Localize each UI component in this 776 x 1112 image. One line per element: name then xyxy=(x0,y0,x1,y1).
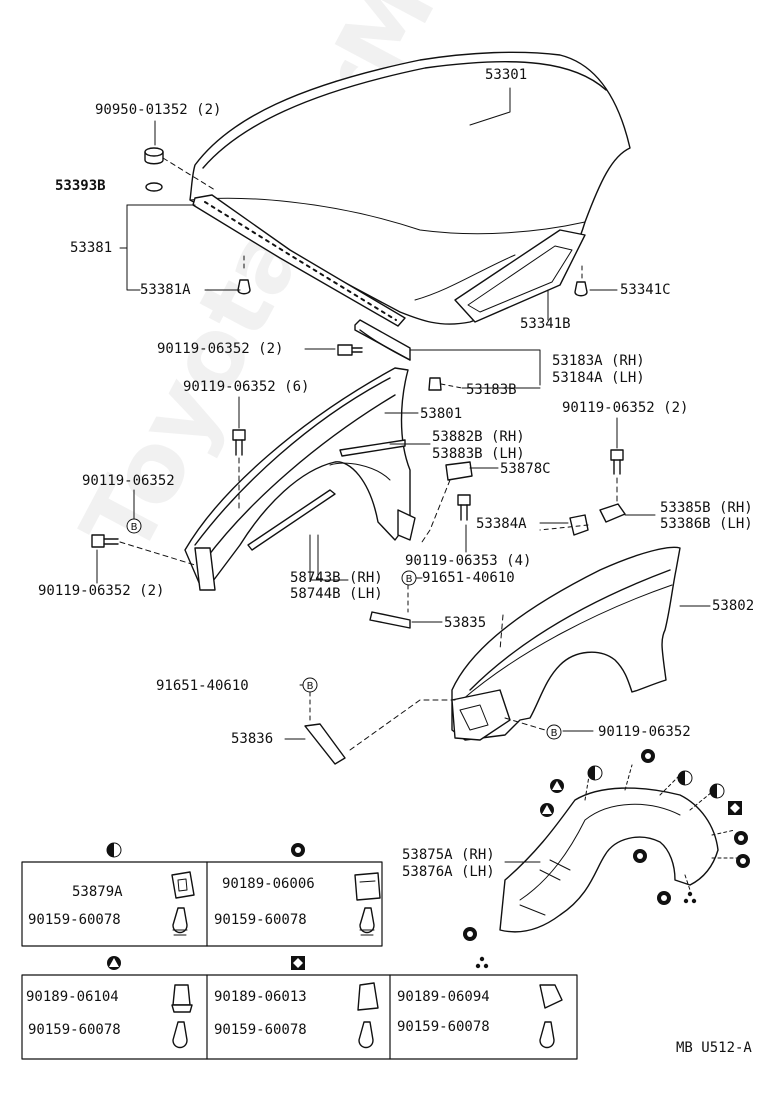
half-circle-icon xyxy=(709,783,725,799)
bracket-illustration xyxy=(419,461,473,546)
label-cushion: 90950-01352 (2) xyxy=(95,102,222,118)
label-bolt-d: 90119-06352 (2) xyxy=(562,400,689,416)
half-circle-icon xyxy=(587,765,603,781)
spiral-icon xyxy=(736,854,750,868)
label-seal-rh: 53882B (RH) xyxy=(432,429,525,445)
label-hood-seal: 53381 xyxy=(70,240,113,256)
label-moulding-rh: 58743B (RH) xyxy=(290,570,383,586)
label-seal-lh: 53883B (LH) xyxy=(432,446,525,462)
half-circle-icon xyxy=(106,842,122,858)
label-bolt-e: 90119-06353 (4) xyxy=(405,553,532,569)
triangle-circle-icon xyxy=(540,803,554,817)
cushion-illustration xyxy=(144,147,216,192)
spiral-icon xyxy=(734,831,748,845)
label-stay: 53835 xyxy=(444,615,487,631)
spiral-icon xyxy=(633,849,647,863)
label-seal-b: 53393B xyxy=(55,178,106,194)
label-bolt-g: 90119-06352 xyxy=(598,724,691,740)
label-liner-lh: 53876A (LH) xyxy=(402,864,495,880)
legend-part-a: 90189-06104 xyxy=(26,989,119,1005)
legend-part-b: 90159-60078 xyxy=(397,1019,490,1035)
label-nut-a: 91651-40610 xyxy=(422,570,515,586)
fender-apron-illustration xyxy=(184,367,416,591)
stay-illustration xyxy=(304,584,546,765)
label-hinge-b: 53183B xyxy=(466,382,517,398)
label-insulator: 53341B xyxy=(520,316,571,332)
legend-part-shapes xyxy=(171,871,563,1049)
bolt-illustrations xyxy=(91,429,624,566)
label-hood-seal-clip: 53381A xyxy=(140,282,191,298)
b-circle-icon: B xyxy=(126,518,142,534)
label-apron: 53801 xyxy=(420,406,463,422)
legend-part-a: 90189-06013 xyxy=(214,989,307,1005)
legend-part-a: 90189-06094 xyxy=(397,989,490,1005)
label-moulding-lh: 58744B (LH) xyxy=(290,586,383,602)
legend-part-b: 90159-60078 xyxy=(214,1022,307,1038)
label-hinge-rh: 53183A (RH) xyxy=(552,353,645,369)
svg-text:B: B xyxy=(307,681,314,692)
label-hinge-lh: 53184A (LH) xyxy=(552,370,645,386)
label-hood: 53301 xyxy=(485,67,528,83)
legend-tables xyxy=(21,861,578,1060)
legend-part-a: 53879A xyxy=(72,884,123,900)
label-stay-b: 53836 xyxy=(231,731,274,747)
svg-text:B: B xyxy=(551,728,558,739)
label-footer: MB U512-A xyxy=(676,1040,752,1056)
spiral-icon xyxy=(463,927,477,941)
spiral-icon xyxy=(291,843,305,857)
hinge-illustration xyxy=(337,319,463,391)
moulding-illustration xyxy=(247,439,406,581)
label-clip-c: 53341C xyxy=(620,282,671,298)
half-circle-icon xyxy=(677,770,693,786)
triangle-circle-icon xyxy=(107,956,121,970)
label-nut-b: 91651-40610 xyxy=(156,678,249,694)
leader-lines xyxy=(96,87,711,863)
spiral-icon xyxy=(657,891,671,905)
diamond-icon xyxy=(728,801,742,815)
label-fender: 53802 xyxy=(712,598,755,614)
side-bracket-illustration xyxy=(539,503,626,536)
label-bolt-b: 90119-06352 (6) xyxy=(183,379,310,395)
label-bolt-a: 90119-06352 (2) xyxy=(157,341,284,357)
legend-part-b: 90159-60078 xyxy=(214,912,307,928)
spiral-icon xyxy=(641,749,655,763)
legend-part-b: 90159-60078 xyxy=(28,1022,121,1038)
label-bracket-c: 53878C xyxy=(500,461,551,477)
fender-liner-illustration xyxy=(499,764,739,933)
legend-part-a: 90189-06006 xyxy=(222,876,315,892)
fender-illustration xyxy=(451,546,681,741)
label-bracket-rh: 53385B (RH) xyxy=(660,500,753,516)
label-pad: 53384A xyxy=(476,516,527,532)
b-circle-icon: B xyxy=(401,570,417,586)
legend-part-b: 90159-60078 xyxy=(28,912,121,928)
triangle-circle-icon xyxy=(550,779,564,793)
diamond-icon xyxy=(291,956,305,970)
three-dots-icon xyxy=(683,891,697,904)
three-dots-icon xyxy=(475,956,489,969)
hood-seal-illustration xyxy=(192,194,406,327)
svg-text:B: B xyxy=(131,522,138,533)
label-bracket-lh: 53386B (LH) xyxy=(660,516,753,532)
b-circle-icon: B xyxy=(546,724,562,740)
b-circle-icon: B xyxy=(302,677,318,693)
label-bolt-c: 90119-06352 xyxy=(82,473,175,489)
svg-text:B: B xyxy=(406,574,413,585)
hood-illustration xyxy=(189,51,631,325)
label-bolt-f: 90119-06352 (2) xyxy=(38,583,165,599)
label-liner-rh: 53875A (RH) xyxy=(402,847,495,863)
